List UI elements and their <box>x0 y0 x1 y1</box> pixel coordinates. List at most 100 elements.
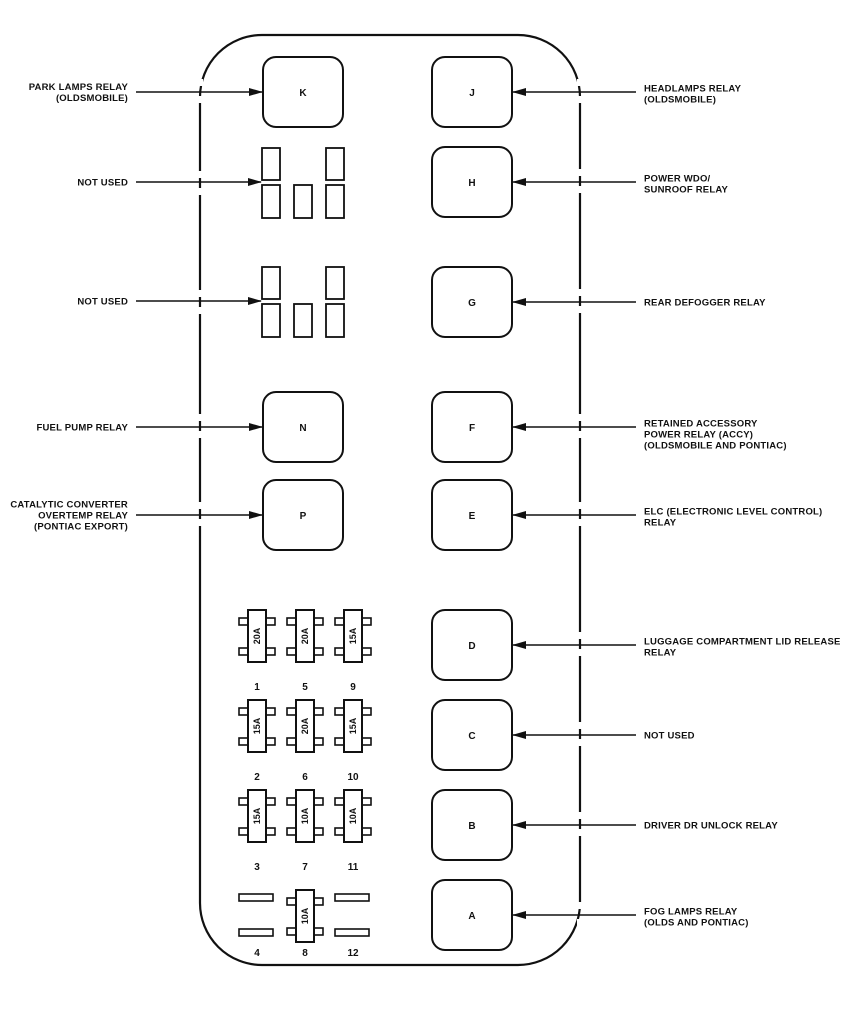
socket-terminal <box>325 303 345 338</box>
outline-break <box>577 431 583 438</box>
fuse-terminal <box>286 927 297 936</box>
callout-label-line: (OLDSMOBILE) <box>56 93 128 104</box>
outline-break <box>577 649 583 656</box>
relay-letter: H <box>468 178 475 189</box>
outline-break <box>577 919 583 926</box>
callout-label-line: (OLDS AND PONTIAC) <box>644 918 749 929</box>
fuse-terminal <box>334 827 345 836</box>
callout-h: POWER WDO/SUNROOF RELAY <box>512 174 729 196</box>
fuse-terminal <box>238 737 249 746</box>
outline-break <box>197 79 203 86</box>
socket-terminal <box>325 266 345 300</box>
empty-fuse-slot <box>334 893 370 902</box>
outline-break <box>197 519 203 526</box>
callout-label-line: (OLDSMOBILE) <box>644 95 716 106</box>
callout-label-line: NOT USED <box>77 297 128 308</box>
relay-a: A <box>431 879 513 951</box>
callout-label-line: NOT USED <box>644 731 695 742</box>
fuse-body <box>247 699 267 753</box>
callout-label-line: ELC (ELECTRONIC LEVEL CONTROL) <box>644 507 822 518</box>
fuse-terminal <box>286 647 297 656</box>
callout-label-line: REAR DEFOGGER RELAY <box>644 298 766 309</box>
callout-label-line: OVERTEMP RELAY <box>38 511 128 522</box>
fuse-rating: 15A <box>252 807 262 824</box>
fuse-terminal <box>334 797 345 806</box>
callout-label-line: SUNROOF RELAY <box>644 185 729 196</box>
callout-socket-upper: NOT USED <box>77 178 262 189</box>
fuse-5: 20A 5 <box>286 609 324 693</box>
relay-k: K <box>262 56 344 128</box>
outline-break <box>197 171 203 178</box>
outline-break <box>197 96 203 103</box>
fuse-rating: 15A <box>348 627 358 644</box>
callout-b: DRIVER DR UNLOCK RELAY <box>512 821 778 832</box>
fuse-number: 8 <box>302 948 308 959</box>
relay-letter: N <box>299 423 306 434</box>
fuse-body <box>295 889 315 943</box>
fuse-rating: 15A <box>348 717 358 734</box>
callout-a: FOG LAMPS RELAY(OLDS AND PONTIAC) <box>512 907 749 929</box>
fuse-number: 11 <box>348 862 359 873</box>
outline-break <box>577 169 583 176</box>
outline-break <box>577 519 583 526</box>
fuse-number: 5 <box>302 682 308 693</box>
outline-break <box>577 632 583 639</box>
callout-c: NOT USED <box>512 731 695 742</box>
fuse-body <box>247 789 267 843</box>
fuse-rating: 10A <box>300 907 310 924</box>
callout-label-line: POWER RELAY (ACCY) <box>644 430 753 441</box>
fuse-terminal <box>238 617 249 626</box>
fuse-number: 4 <box>254 948 260 959</box>
outline-break <box>577 722 583 729</box>
empty-fuse-slot <box>238 928 274 937</box>
callout-label-line: DRIVER DR UNLOCK RELAY <box>644 821 778 832</box>
fuse-body <box>343 609 363 663</box>
callout-label-line: (PONTIAC EXPORT) <box>34 522 128 533</box>
fuse-terminal <box>286 797 297 806</box>
callout-label-line: CATALYTIC CONVERTER <box>10 500 128 511</box>
relay-body <box>262 391 344 463</box>
outline-break <box>197 290 203 297</box>
fuse-terminal <box>334 737 345 746</box>
socket-terminal <box>325 147 345 181</box>
fuse-terminal <box>361 737 372 746</box>
fuse-terminal <box>334 707 345 716</box>
socket-terminal <box>261 266 281 300</box>
relay-b: B <box>431 789 513 861</box>
relay-letter: J <box>469 88 475 99</box>
relay-letter: P <box>300 511 307 522</box>
relay-e: E <box>431 479 513 551</box>
fuse-terminal <box>313 647 324 656</box>
fuse-number: 1 <box>254 682 260 693</box>
relay-p: P <box>262 479 344 551</box>
callout-j: HEADLAMPS RELAY(OLDSMOBILE) <box>512 84 741 106</box>
fuse-body <box>343 789 363 843</box>
outline-break <box>577 414 583 421</box>
outline-break <box>577 739 583 746</box>
fuses-layer: 20A120A515A915A220A615A1015A310A710A1141… <box>238 609 372 959</box>
fuse-terminal <box>286 827 297 836</box>
fuse-body <box>295 699 315 753</box>
socket-terminal <box>293 184 313 219</box>
callout-label-line: PARK LAMPS RELAY <box>29 82 129 93</box>
callout-label-line: RETAINED ACCESSORY <box>644 419 758 430</box>
outline-break <box>197 307 203 314</box>
outline-break <box>577 186 583 193</box>
relay-letter: B <box>468 821 475 832</box>
fuse-terminal <box>286 707 297 716</box>
fuse-rating: 20A <box>300 627 310 644</box>
callout-socket-lower: NOT USED <box>77 297 262 308</box>
fuse-number: 3 <box>254 862 260 873</box>
fuse-body <box>295 789 315 843</box>
fuse-terminal <box>238 797 249 806</box>
relay-c: C <box>431 699 513 771</box>
fuse-number: 9 <box>350 682 356 693</box>
fuse-terminal <box>313 927 324 936</box>
